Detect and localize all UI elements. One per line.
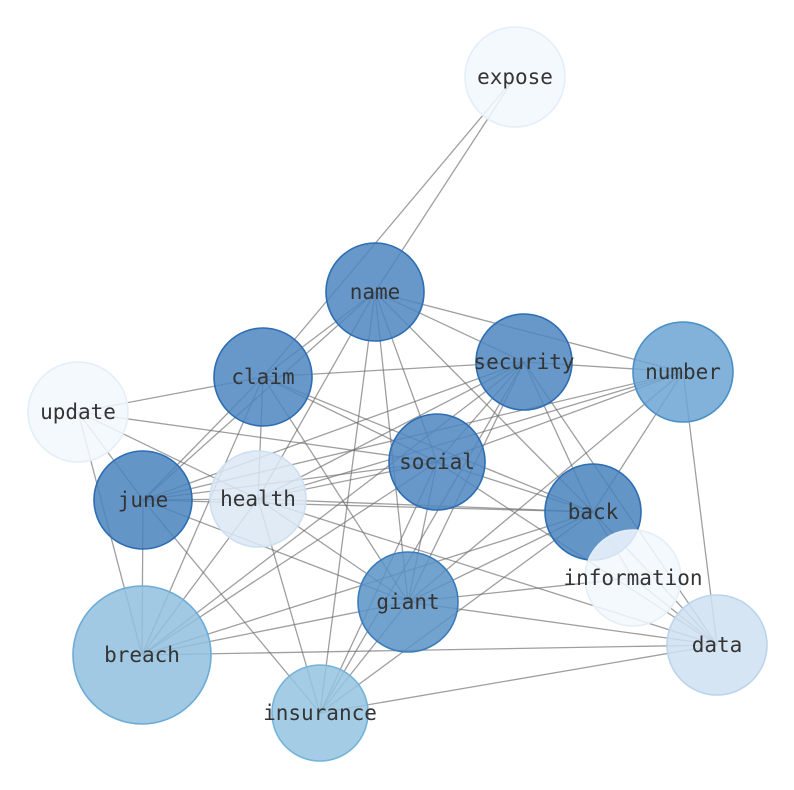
node-label-claim: claim [231,365,294,389]
node-breach [72,585,212,725]
node-name [325,242,425,342]
node-label-security: security [473,350,574,374]
edge-security-june [142,361,525,501]
edge-number-giant [407,371,684,603]
edge-security-health [257,361,525,500]
node-label-number: number [645,360,721,384]
node-june [93,450,193,550]
node-label-insurance: insurance [263,701,377,725]
node-label-data: data [692,633,743,657]
edge-breach-data [141,644,718,656]
node-label-giant: giant [376,590,439,614]
node-claim [213,327,313,427]
edge-giant-data [407,601,718,646]
node-label-name: name [350,280,401,304]
edge-insurance-data [319,644,718,714]
labels-layer: expose name claim security number update socia… [40,65,742,725]
edge-name-back [374,291,594,513]
node-label-june: june [118,488,169,512]
node-security [475,313,573,411]
node-social [388,413,486,511]
node-label-breach: breach [104,643,180,667]
node-update [27,361,129,463]
edge-update-social [77,411,438,463]
node-number [632,321,734,423]
node-giant [357,551,459,653]
node-expose [464,26,566,128]
node-label-update: update [40,400,116,424]
node-label-expose: expose [477,65,553,89]
node-label-back: back [568,500,619,524]
node-information [584,529,682,627]
node-label-health: health [220,487,296,511]
nodes-layer [27,26,768,762]
edge-security-breach [141,361,525,656]
edge-expose-claim [262,76,516,378]
node-health [209,450,307,548]
node-data [666,594,768,696]
node-label-information: information [563,566,702,590]
node-insurance [271,664,369,762]
node-label-social: social [399,450,475,474]
